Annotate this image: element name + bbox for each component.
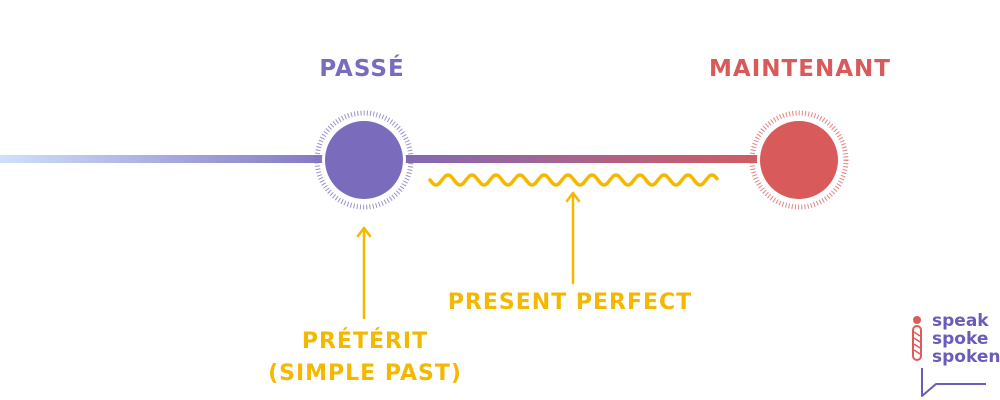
logo-mic-icon — [912, 316, 922, 361]
speak-spoke-spoken-logo: speak spoke spoken — [906, 312, 1000, 398]
timeline-line-past — [0, 155, 365, 163]
preterit-label-line1: PRÉTÉRIT — [301, 329, 429, 354]
timeline-line-present-perfect — [365, 155, 797, 163]
preterit-arrow — [356, 226, 372, 320]
present-perfect-wave — [428, 173, 719, 187]
past-circle-halo — [314, 110, 414, 210]
preterit-label-line2: (SIMPLE PAST) — [268, 361, 462, 386]
logo-bubble-tail — [921, 368, 986, 397]
present-perfect-arrow — [565, 191, 581, 285]
now-circle — [760, 121, 838, 199]
past-label: PASSÉ — [319, 56, 405, 82]
logo-line-spoke: spoke — [932, 329, 989, 349]
present-perfect-label: PRESENT PERFECT — [447, 290, 693, 315]
preterit-label: PRÉTÉRIT (SIMPLE PAST) — [250, 326, 480, 390]
past-circle — [325, 121, 403, 199]
now-circle-halo — [749, 110, 849, 210]
logo-line-speak: speak — [932, 311, 989, 331]
now-label: MAINTENANT — [709, 56, 891, 82]
logo-line-spoken: spoken — [932, 347, 1000, 367]
